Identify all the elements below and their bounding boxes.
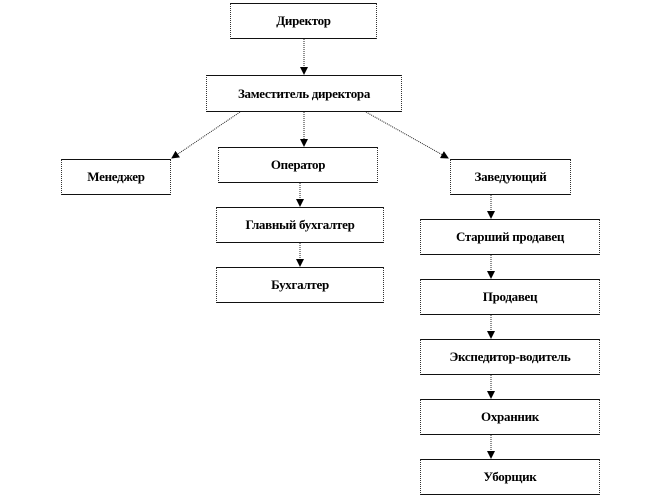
node-operator: Оператор — [218, 147, 378, 183]
arrow-deputy-head — [365, 111, 449, 159]
node-senior-seller: Старший продавец — [420, 219, 600, 255]
node-cleaner: Уборщик — [420, 459, 600, 495]
node-accountant: Бухгалтер — [216, 267, 384, 303]
node-forwarder-driver: Экспедитор-водитель — [420, 339, 600, 375]
node-guard: Охранник — [420, 399, 600, 435]
node-chief-accountant: Главный бухгалтер — [216, 207, 384, 243]
node-director: Директор — [230, 3, 377, 39]
arrow-deputy-manager — [171, 111, 241, 159]
node-manager: Менеджер — [61, 159, 171, 195]
node-seller: Продавец — [420, 279, 600, 315]
node-head: Заведующий — [450, 159, 571, 195]
node-deputy-director: Заместитель директора — [206, 75, 402, 112]
